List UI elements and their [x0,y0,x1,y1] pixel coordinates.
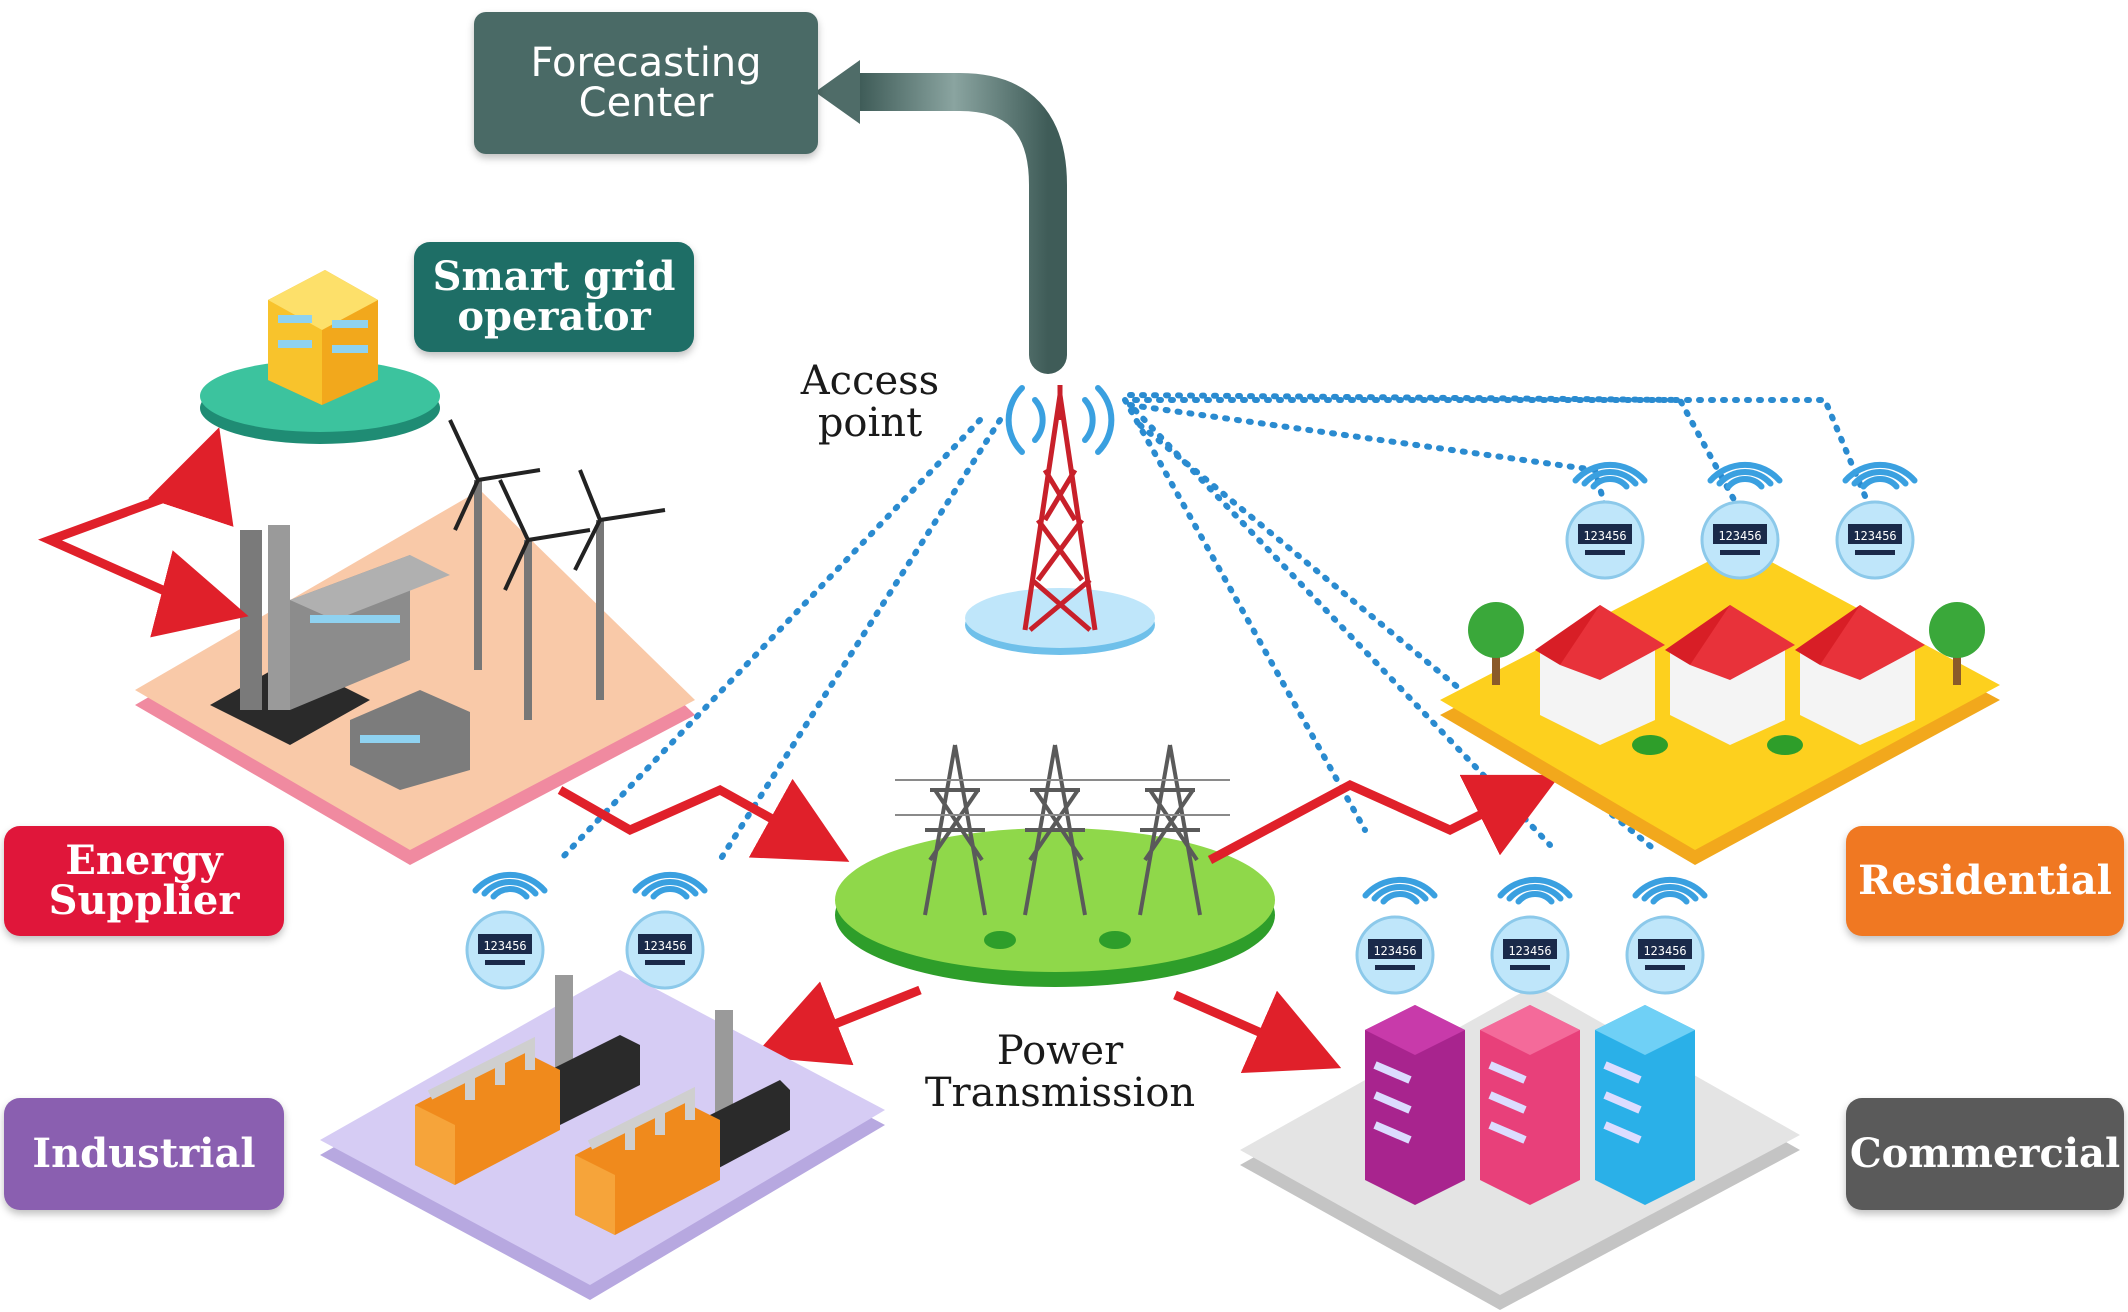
commercial-label: Commercial [1846,1098,2124,1210]
wifi-icon [650,886,690,900]
factory-icon [210,525,470,790]
wifi-icon [1632,876,1708,899]
wifi-icon [1005,385,1115,455]
transmission-hub [835,744,1275,987]
residential-label: Residential [1846,826,2124,936]
wind-turbine-icon [448,419,666,720]
wifi-icon [1716,468,1774,487]
wifi-icon [1380,891,1420,905]
wifi-icon [1860,476,1900,490]
wifi-icon [481,878,539,897]
smart-grid-operator-label: Smart grid operator [414,242,694,352]
smart-meter-icon: 123456 [1490,876,1573,995]
supplier-operator-arrows [38,427,249,638]
meter-reading: 123456 [1508,944,1551,958]
supplier-platform [135,419,695,865]
smart-meter-icon: 123456 [625,871,708,990]
smart-meters: 123456 123456 123456 123456 123456 123456 1234… [465,461,1918,995]
tree-icon [1468,602,1985,685]
wifi-icon [1707,461,1783,484]
operator-building-icon [200,270,440,444]
industrial-platform [320,970,885,1300]
power-flow-arrows [557,774,1561,1074]
wifi-icon [1842,461,1918,484]
power-transmission-caption: Power Transmission [924,1028,1196,1116]
wifi-icon [1725,476,1765,490]
smart-meter-icon: 123456 [1565,461,1648,580]
wifi-icon [1650,891,1690,905]
industrial-label: Industrial [4,1098,284,1210]
wifi-icon [490,886,530,900]
forecasting-center-label: Forecasting Center [474,12,818,154]
wifi-icon [472,871,548,894]
smart-meter-icon: 123456 [1355,876,1438,995]
wifi-icon [1506,883,1564,902]
meter-reading: 123456 [1718,529,1761,543]
wifi-icon [632,871,708,894]
smart-meter-icon: 123456 [465,871,548,990]
wifi-icon [1590,476,1630,490]
office-building-icon [1365,1005,1695,1205]
wifi-icon [641,878,699,897]
access-point-tower-icon [965,385,1155,655]
pylon-icon [895,744,1230,916]
residential-platform [1440,545,2000,865]
house-icon [1535,605,1925,745]
commercial-platform [1240,985,1800,1310]
access-point-caption: Access point [800,358,940,446]
wifi-icon [1371,883,1429,902]
smart-meter-icon: 123456 [1700,461,1783,580]
meter-reading: 123456 [1583,529,1626,543]
wifi-icon [1497,876,1573,899]
meter-reading: 123456 [1853,529,1896,543]
wifi-icon [1362,876,1438,899]
wifi-icon [1641,883,1699,902]
wifi-icon [1581,468,1639,487]
wifi-icon [1572,461,1648,484]
meter-reading: 123456 [1643,944,1686,958]
wifi-icon [1515,891,1555,905]
meter-reading: 123456 [643,939,686,953]
wifi-icon [1851,468,1909,487]
smart-meter-icon: 123456 [1625,876,1708,995]
smart-meter-icon: 123456 [1835,461,1918,580]
forecast-link-pipe [815,60,1067,374]
meter-reading: 123456 [1373,944,1416,958]
meter-reading: 123456 [483,939,526,953]
factory-icon [415,975,790,1235]
energy-supplier-label: Energy Supplier [4,826,284,936]
